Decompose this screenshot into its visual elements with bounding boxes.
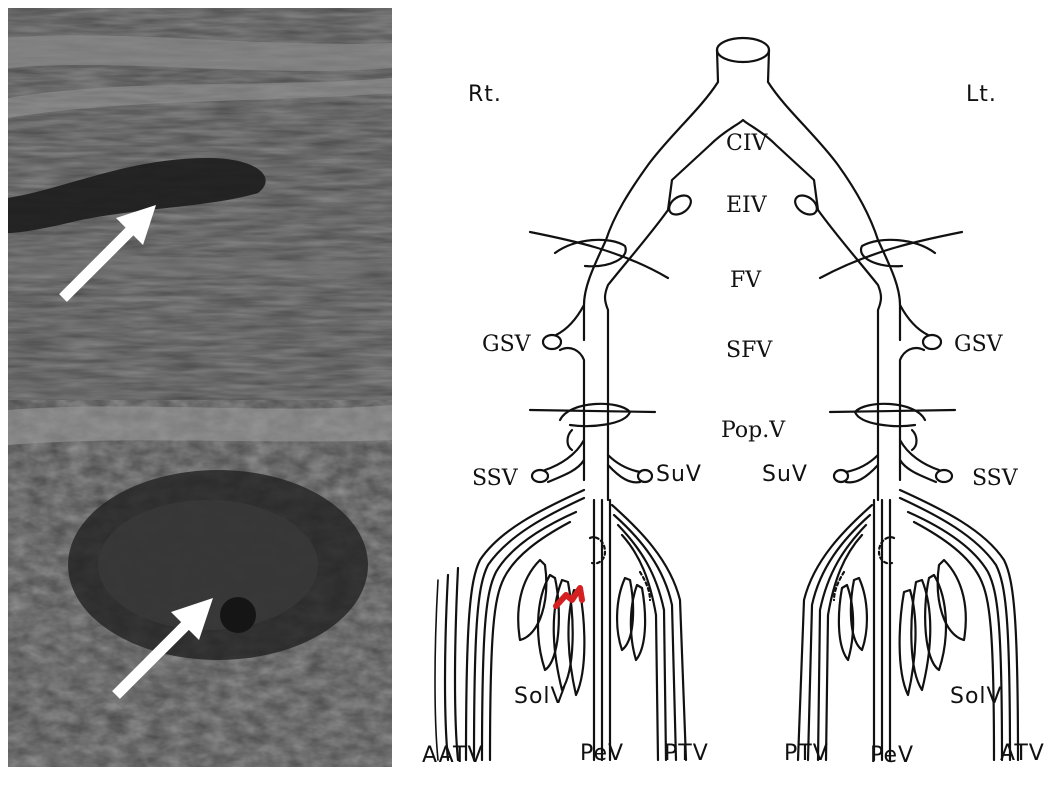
right-ssv-lower bbox=[548, 460, 584, 482]
label-suv-right: SuV bbox=[656, 464, 702, 486]
left-pop-loop bbox=[855, 404, 925, 426]
left-gsv-upper bbox=[900, 305, 928, 335]
right-fv-outer bbox=[584, 240, 606, 340]
label-suv-left: SuV bbox=[762, 464, 808, 486]
right-gsv-stump bbox=[543, 335, 561, 349]
left-ssv-lower bbox=[900, 460, 936, 482]
label-pev-left: PeV bbox=[870, 745, 914, 767]
label-ptv-right: PTV bbox=[664, 743, 709, 765]
label-sfv: SFV bbox=[726, 340, 772, 362]
label-gsv-left: GSV bbox=[954, 334, 1003, 356]
left-fv-outer bbox=[878, 240, 900, 340]
label-atv-left: ATV bbox=[1000, 743, 1045, 765]
label-civ: CIV bbox=[726, 133, 767, 155]
right-suv-stump bbox=[638, 470, 652, 482]
right-ssv-stump bbox=[532, 470, 548, 482]
label-atv-right: AATV bbox=[422, 745, 484, 767]
ultrasound-longitudinal-image bbox=[8, 8, 392, 400]
left-ligament-loop bbox=[861, 240, 935, 266]
ultrasound-top-panel bbox=[8, 8, 392, 400]
label-left-side: Lt. bbox=[966, 84, 997, 106]
label-solv-right: SolV bbox=[514, 686, 567, 708]
left-calf-veins bbox=[798, 490, 1018, 760]
label-fv: FV bbox=[730, 270, 761, 292]
vein-schematic bbox=[410, 0, 1056, 785]
right-pop-loop bbox=[560, 404, 630, 426]
label-eiv: EIV bbox=[726, 195, 767, 217]
ultrasound-bottom-panel bbox=[8, 400, 392, 767]
right-calf-veins bbox=[435, 490, 686, 760]
label-ptv-left: PTV bbox=[784, 743, 829, 765]
left-ssv-stump bbox=[936, 470, 952, 482]
left-pop-line bbox=[830, 410, 955, 412]
right-iliac-outer bbox=[606, 50, 718, 240]
left-iliac-outer bbox=[768, 50, 878, 240]
left-fv-inner bbox=[818, 210, 881, 500]
label-gsv-right: GSV bbox=[482, 334, 531, 356]
left-ssv-small bbox=[912, 430, 917, 450]
label-solv-left: SolV bbox=[950, 686, 1003, 708]
left-suv-stump bbox=[834, 470, 848, 482]
label-popv: Pop.V bbox=[721, 420, 785, 442]
right-pop-line bbox=[530, 410, 655, 412]
right-ssv-small bbox=[568, 430, 573, 450]
ultrasound-transverse-image bbox=[8, 400, 392, 767]
venous-anatomy-diagram: Rt. Lt. CIV EIV FV SFV Pop.V GSV GSV SSV… bbox=[410, 0, 1056, 785]
label-pev-right: PeV bbox=[580, 743, 624, 765]
left-gsv-stump bbox=[923, 335, 941, 349]
ivc-opening bbox=[717, 38, 769, 62]
label-ssv-right: SSV bbox=[472, 468, 518, 490]
right-gsv-upper bbox=[556, 305, 584, 335]
label-ssv-left: SSV bbox=[972, 468, 1018, 490]
label-right-side: Rt. bbox=[468, 84, 502, 106]
